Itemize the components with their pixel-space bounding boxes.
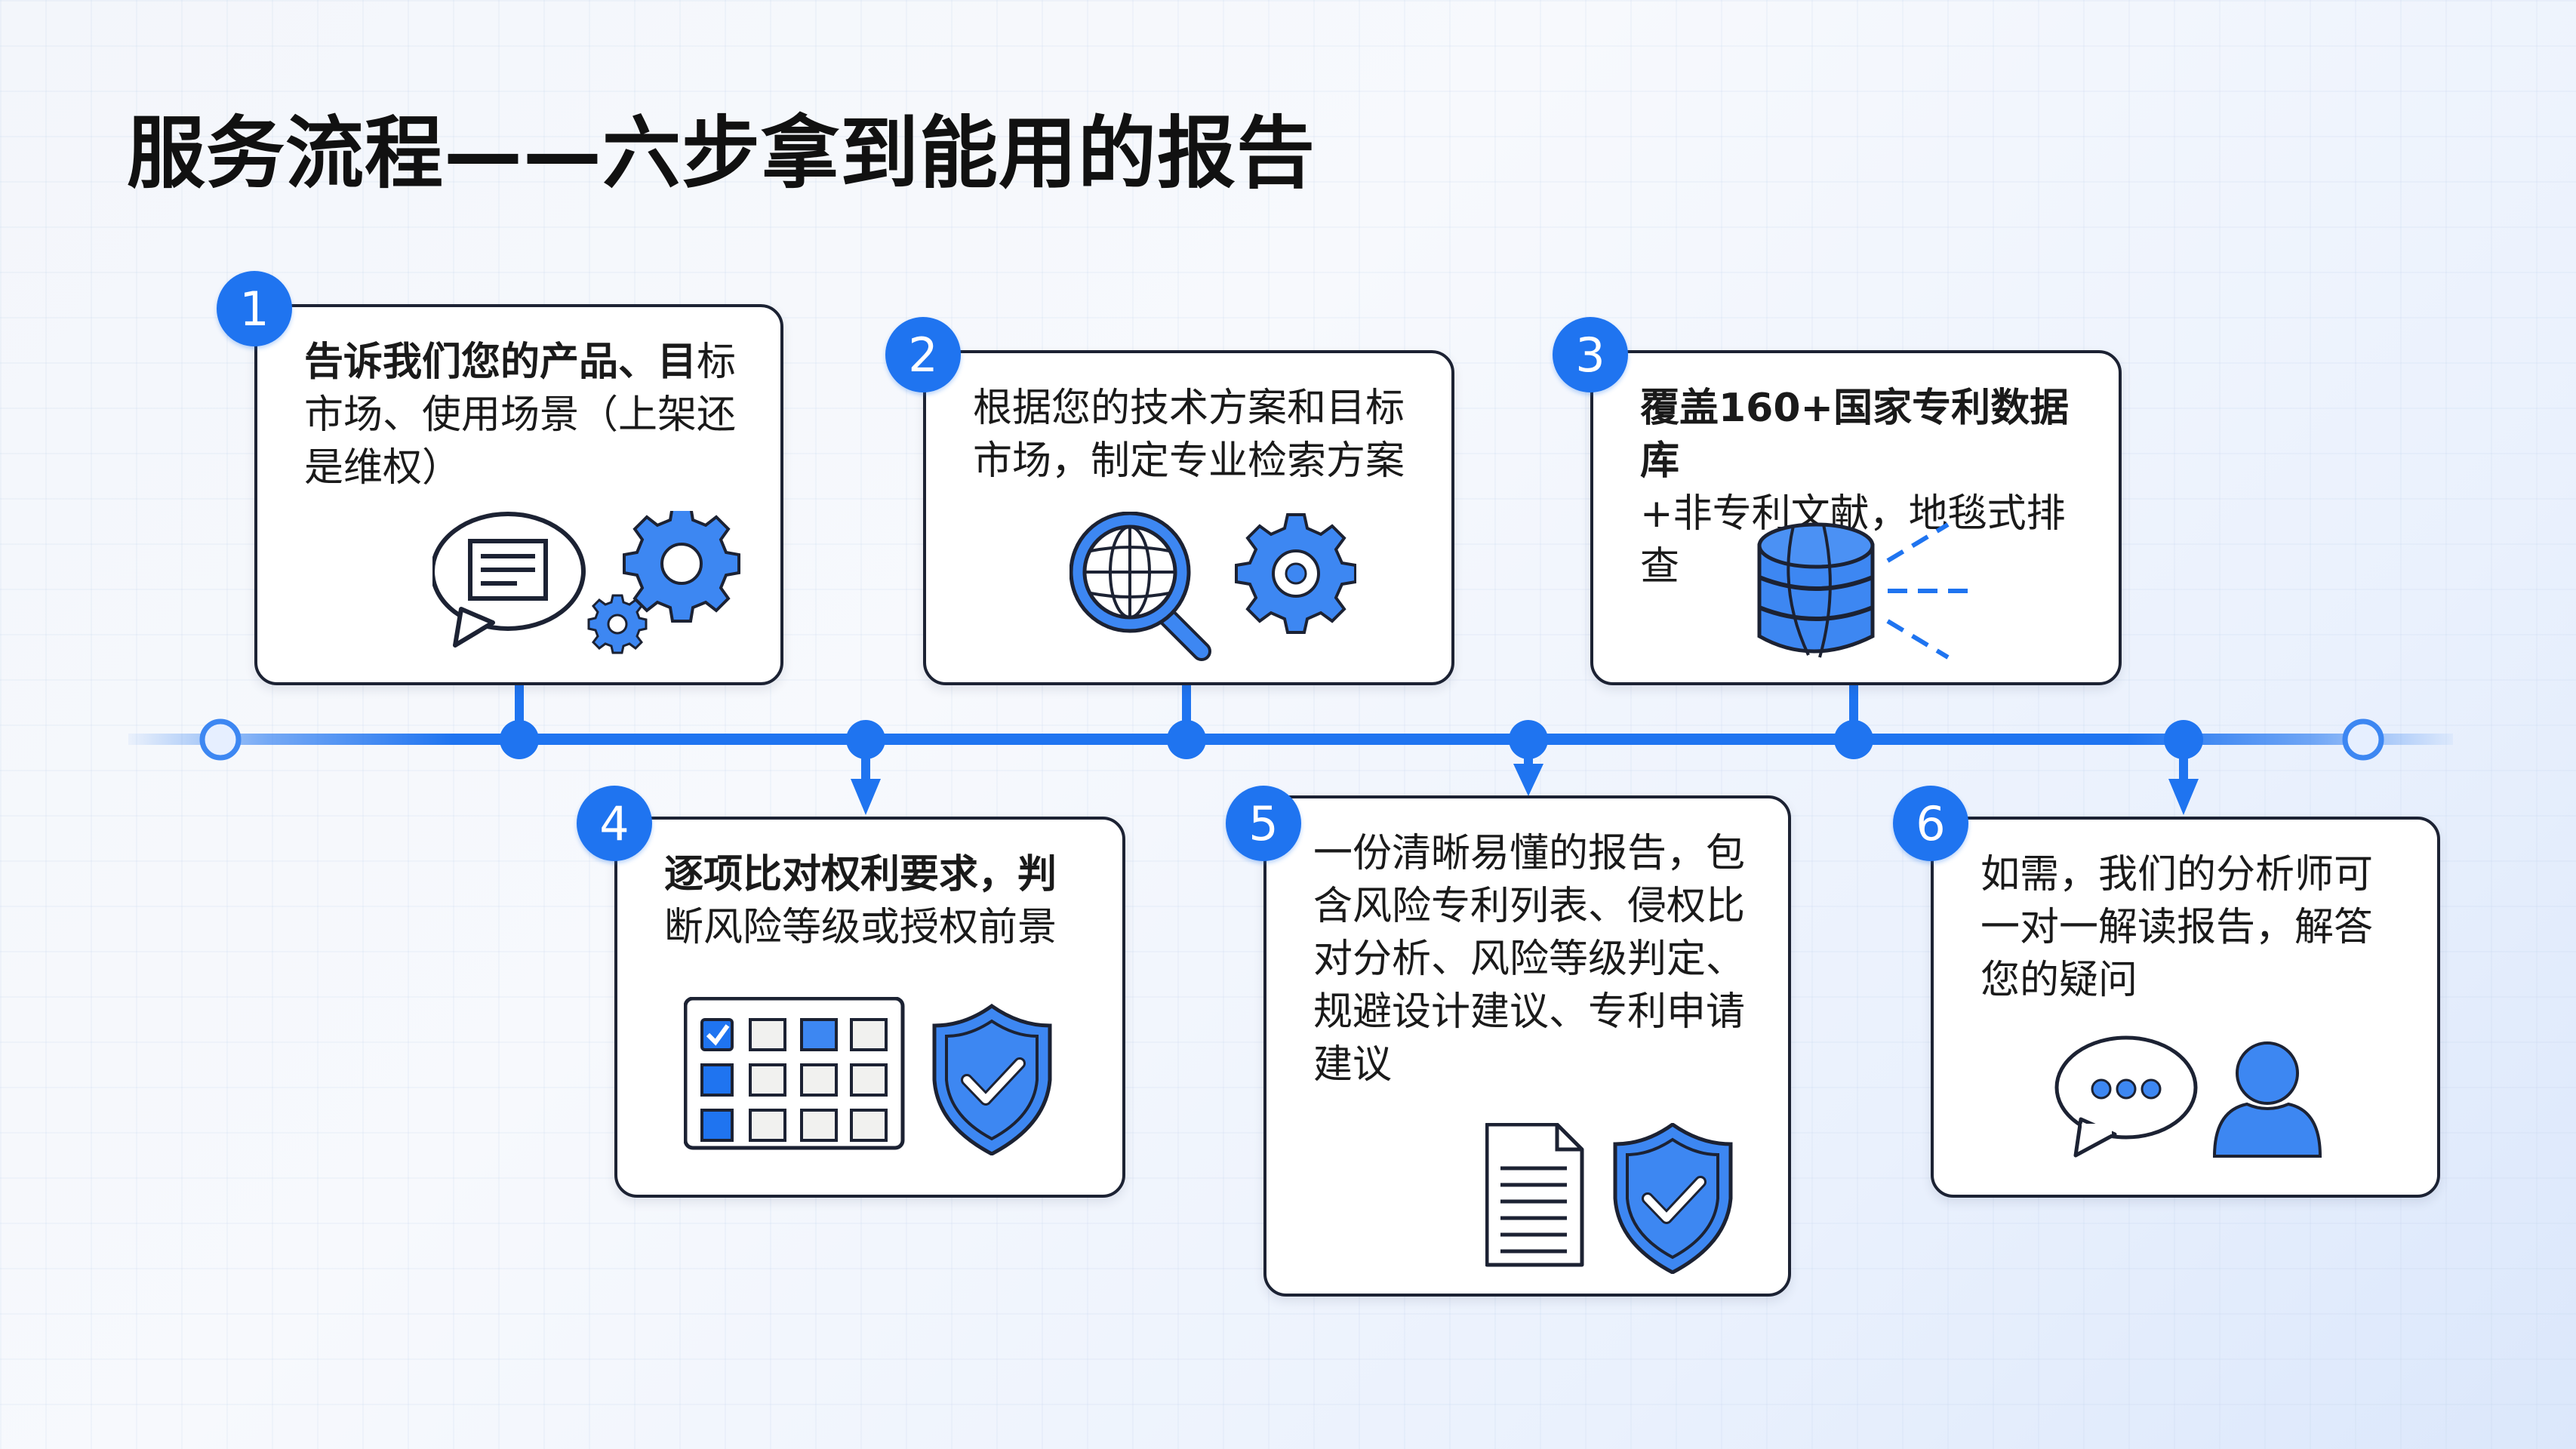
step-card-3: 覆盖160+国家专利数据库+非专利文献，地毯式排查 [1590, 350, 2122, 685]
gear-icon [1235, 513, 1356, 634]
step-card-4: 逐项比对权利要求，判断风险等级或授权前景 [614, 817, 1125, 1198]
step-6-icons [2054, 1035, 2326, 1163]
step-5-icons [1485, 1123, 1742, 1274]
step-1-text: 标市场、使用场景（上架还是维权） [304, 340, 737, 491]
step-card-1: 告诉我们您的产品、目标市场、使用场景（上架还是维权） [254, 304, 783, 685]
document-icon [1485, 1123, 1584, 1267]
step-card-5: 一份清晰易懂的报告，包含风险专利列表、侵权比对分析、风险等级判定、规避设计建议、… [1263, 795, 1791, 1297]
step-4-text: 断风险等级或授权前景 [664, 905, 1057, 950]
step-badge-5: 5 [1226, 786, 1301, 861]
step-badge-3: 3 [1553, 317, 1628, 392]
database-globe-scan-icon [1757, 522, 1971, 660]
step-5-text: 一份清晰易懂的报告，包含风险专利列表、侵权比对分析、风险等级判定、规避设计建议、… [1313, 831, 1746, 1088]
step-2-icons [1069, 512, 1356, 663]
step-1-lead: 告诉我们您的产品、目 [304, 340, 697, 385]
step-3-icons [1752, 515, 1993, 666]
shield-check-icon [1613, 1123, 1733, 1274]
step-3-lead: 覆盖160+国家专利数据库 [1640, 386, 2070, 484]
step-2-text: 根据您的技术方案和目标市场，制定专业检索方案 [973, 386, 1405, 484]
step-6-text: 如需，我们的分析师可一对一解读报告，解答您的疑问 [1980, 852, 2374, 1003]
step-6-description: 如需，我们的分析师可一对一解读报告，解答您的疑问 [1980, 848, 2407, 1007]
step-badge-4: 4 [577, 786, 652, 861]
step-card-2: 根据您的技术方案和目标市场，制定专业检索方案 [923, 350, 1454, 685]
step-badge-1: 1 [217, 271, 292, 346]
gears-icon [587, 511, 740, 654]
chat-bubble-dots-icon [2054, 1035, 2198, 1158]
step-4-description: 逐项比对权利要求，判断风险等级或授权前景 [664, 848, 1092, 954]
step-2-description: 根据您的技术方案和目标市场，制定专业检索方案 [973, 382, 1421, 488]
page-title: 服务流程——六步拿到能用的报告 [127, 107, 1316, 199]
step-4-icons [684, 997, 1061, 1155]
step-1-icons [432, 511, 749, 654]
step-badge-6: 6 [1893, 786, 1968, 861]
checklist-grid-icon [684, 997, 905, 1150]
step-5-description: 一份清晰易懂的报告，包含风险专利列表、侵权比对分析、风险等级判定、规避设计建议、… [1313, 827, 1758, 1091]
step-badge-2: 2 [885, 317, 961, 392]
step-1-description: 告诉我们您的产品、目标市场、使用场景（上架还是维权） [304, 336, 750, 494]
step-card-6: 如需，我们的分析师可一对一解读报告，解答您的疑问 [1931, 817, 2440, 1198]
speech-bubble-document-icon [432, 512, 586, 648]
shield-check-icon [932, 1003, 1052, 1155]
globe-magnifier-icon [1069, 512, 1211, 661]
person-icon [2212, 1041, 2322, 1158]
step-4-lead: 逐项比对权利要求，判 [664, 852, 1057, 897]
